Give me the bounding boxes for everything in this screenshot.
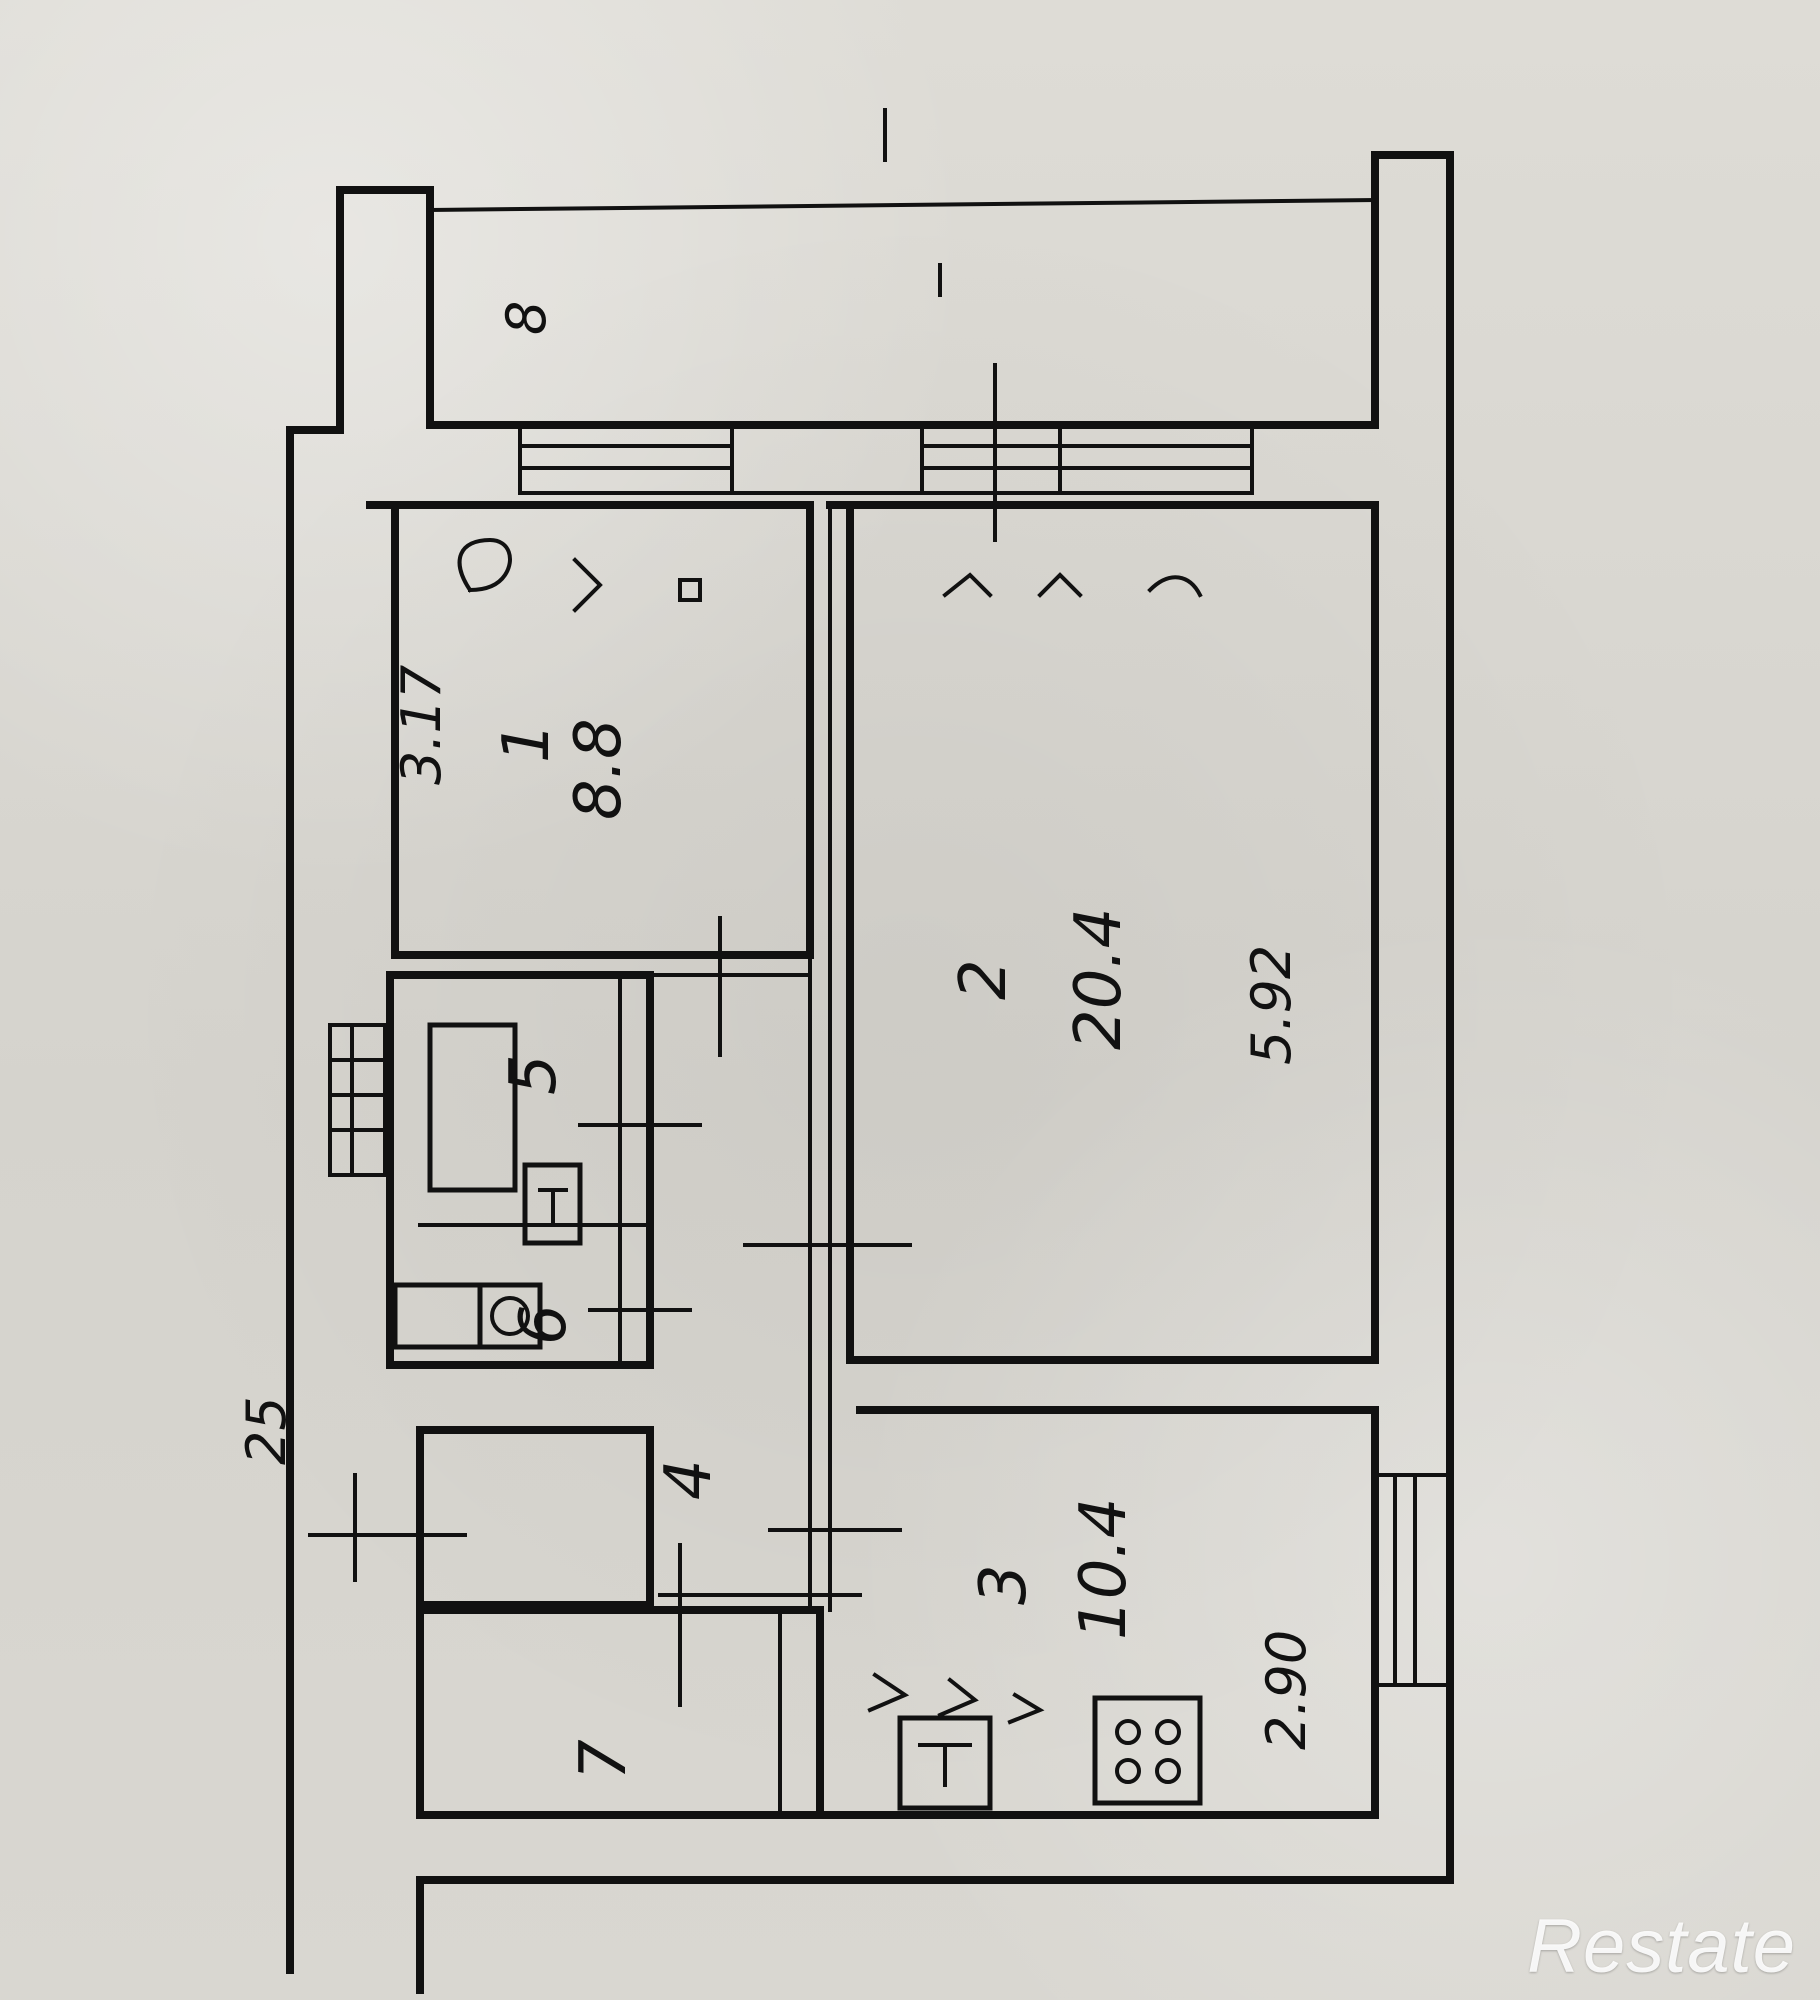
- window-top-right: [920, 423, 1254, 495]
- room1-mark-3: [457, 537, 512, 593]
- label-outer-number: 25: [235, 1396, 298, 1465]
- label-room2-area: 20.4: [1062, 908, 1136, 1051]
- sketch-marks: [457, 108, 1203, 1725]
- label-room2-number: 2: [947, 959, 1021, 1000]
- room1-mark-1: [678, 578, 702, 602]
- stove-burner-3: [1115, 1758, 1141, 1784]
- room-4-lower-outline: [416, 1426, 654, 1609]
- toilet-bowl: [490, 1296, 530, 1336]
- room3-mark-2: [937, 1677, 979, 1718]
- stove: [1092, 1695, 1203, 1806]
- window-top-left: [518, 423, 734, 495]
- kitchen-sink: [897, 1715, 993, 1811]
- room2-mark-3: [1147, 575, 1203, 598]
- label-room6-number: 6: [507, 1304, 581, 1345]
- label-room7-number: 7: [567, 1739, 641, 1780]
- label-room4-number: 4: [652, 1459, 726, 1500]
- room2-mark-1: [942, 572, 993, 598]
- label-room2-height: 5.92: [1240, 945, 1303, 1065]
- room2-mark-2: [1037, 572, 1083, 598]
- toilet-tank: [392, 1282, 483, 1350]
- label-room1-number: 1: [490, 722, 564, 763]
- room-7-outline: [416, 1606, 824, 1819]
- outer-wall-main: [336, 151, 1454, 1994]
- label-room3-number: 3: [967, 1564, 1041, 1605]
- sink-tap: [538, 1188, 568, 1227]
- interior-walls: [366, 501, 1379, 1819]
- outer-wall-left: [286, 186, 344, 1974]
- sink: [522, 1162, 583, 1246]
- label-room3-height: 2.90: [1255, 1630, 1318, 1750]
- door-marks: [308, 916, 912, 1707]
- room-labels: 8 3.17 1 8.8 2 20.4 5.92 3 10.4 2.90 4 5…: [235, 301, 1318, 1780]
- label-balcony: 8: [495, 301, 558, 335]
- toilet-bowl-box: [477, 1282, 543, 1350]
- bathtub: [427, 1022, 518, 1193]
- kitchen-sink-tap: [918, 1743, 972, 1787]
- stove-burner-1: [1115, 1719, 1141, 1745]
- room3-mark-1: [867, 1672, 910, 1713]
- label-room1-area: 8.8: [562, 718, 636, 820]
- label-room3-area: 10.4: [1067, 1498, 1141, 1641]
- stove-burner-4: [1155, 1758, 1181, 1784]
- stove-burner-2: [1155, 1719, 1181, 1745]
- room-2-outline: [826, 501, 1379, 1364]
- outer-walls: [286, 151, 1454, 1994]
- windows: [328, 423, 1452, 1687]
- room3-mark-3: [1007, 1692, 1045, 1725]
- balcony-front-line: [427, 197, 1378, 213]
- window-left-bathroom: [328, 1023, 387, 1177]
- fixtures: [392, 1022, 1203, 1811]
- window-right: [1373, 1473, 1452, 1687]
- restate-watermark: Restate: [1527, 1904, 1796, 1989]
- label-room1-height: 3.17: [390, 665, 453, 785]
- window-top-middle: [730, 423, 924, 495]
- room1-mark-2: [572, 557, 603, 613]
- label-room5-number: 5: [497, 1054, 571, 1095]
